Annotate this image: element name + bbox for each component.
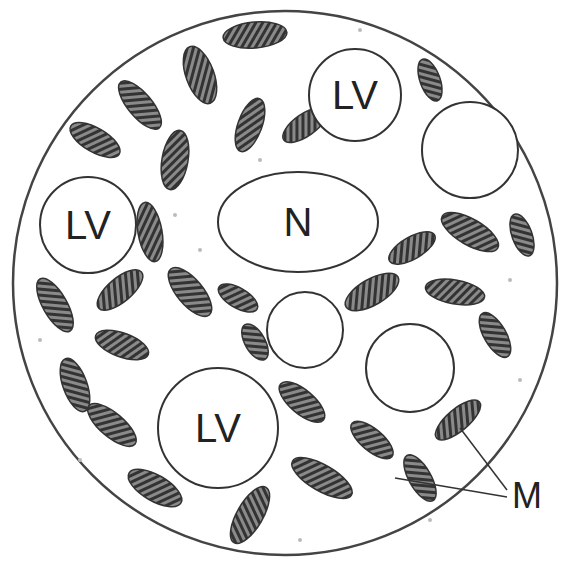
leader-line [395,428,507,497]
cell-membrane [13,11,557,555]
node-label: LV [309,75,401,115]
node-outline-shape [309,49,401,141]
part-label: M [512,478,542,514]
lipid-vacuole: LV [158,368,278,488]
lipid-vacuole: LV [309,49,401,141]
node-outline-shape [40,177,136,273]
node-label: N [218,202,378,242]
nucleus: N [218,172,378,272]
lipid-vacuole: LV [40,177,136,273]
cytoplasm-granules [38,28,522,542]
node-outline-shape [158,368,278,488]
mitochondria [30,19,539,549]
node-label: LV [158,408,278,448]
node-label: LV [40,205,136,245]
node-outline-shape [218,172,378,272]
